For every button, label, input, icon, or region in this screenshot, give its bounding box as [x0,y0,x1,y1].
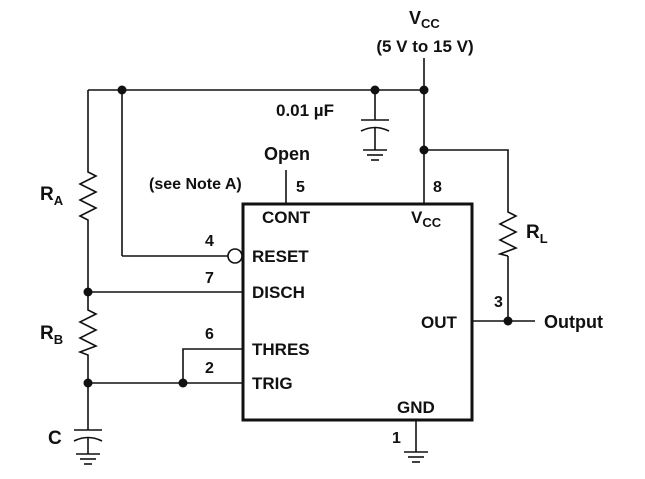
pin-number-trig: 2 [205,360,214,377]
wiring [87,58,535,452]
pin-number-reset: 4 [205,233,214,250]
pin-number-disch: 7 [205,270,214,287]
pin-number-cont: 5 [296,179,305,196]
rb-label: RB [40,323,63,347]
pin-label-reset: RESET [252,247,309,266]
vcc-supply-label: VCC [409,8,440,31]
rl-label: RL [526,222,548,246]
pin-label-thres: THRES [252,340,310,359]
output-label: Output [544,312,603,332]
pin-number-gnd: 1 [392,430,401,447]
see-note-label: (see Note A) [149,176,242,193]
capacitor-c [73,429,103,465]
supply-range: (5 V to 15 V) [376,37,473,56]
pin-label-out: OUT [421,313,458,332]
junction-dots [83,85,513,388]
pin-number-thres: 6 [205,326,214,343]
pin-number-vcc: 8 [433,179,442,196]
reset-inversion-bubble [227,248,243,264]
pin-label-gnd: GND [397,398,435,417]
resistor-ra [78,168,98,222]
c-label: C [48,428,62,449]
pin-label-disch: DISCH [252,283,305,302]
ra-label: RA [40,184,64,208]
cap-value-label: 0.01 µF [276,101,334,120]
pin-number-out: 3 [494,294,503,311]
ground-icon [404,451,428,463]
pin-label-cont: CONT [262,208,311,227]
capacitor-0.01uf [360,119,390,161]
resistor-rb [77,306,98,356]
resistor-rl [497,208,518,257]
cont-open-label: Open [264,144,310,164]
pin-label-vcc: VCC [411,208,442,230]
chip-body [241,202,474,422]
pin-label-trig: TRIG [252,374,293,393]
